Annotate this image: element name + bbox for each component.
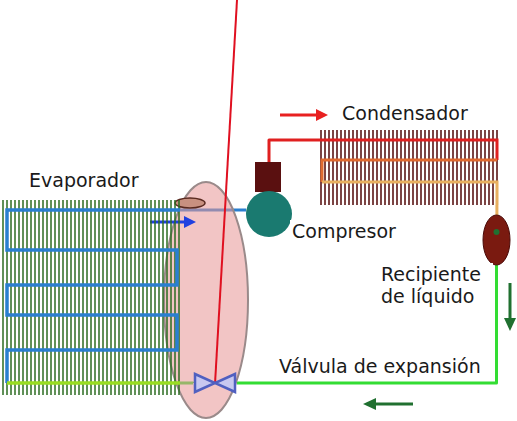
discharge-pipe	[269, 140, 320, 162]
component-label: Válvula de expansión	[277, 355, 483, 377]
liquid-pipe	[496, 205, 497, 215]
flow-arrow	[363, 398, 413, 410]
liquid-receiver: Recipiente de líquido	[483, 215, 510, 265]
flow-arrow	[504, 283, 516, 331]
component-label: Evaporador	[27, 169, 141, 191]
condenser: Condensador	[320, 130, 500, 205]
component-label: Compresor	[290, 220, 398, 242]
compressor: Compresor	[246, 162, 292, 238]
liquid-receiver-symbol	[483, 215, 510, 265]
compressor-symbol	[246, 162, 292, 238]
component-label: Recipiente de líquido	[379, 263, 493, 307]
expansion-valve-symbol	[193, 372, 237, 394]
evaporator-symbol	[2, 200, 180, 395]
sensing-line	[215, 0, 237, 384]
evaporator: Evaporador	[2, 200, 180, 395]
condenser-symbol	[320, 130, 500, 205]
flow-arrow	[280, 109, 328, 121]
component-label: Condensador	[340, 102, 470, 124]
expansion-valve: Válvula de expansión	[193, 372, 237, 394]
